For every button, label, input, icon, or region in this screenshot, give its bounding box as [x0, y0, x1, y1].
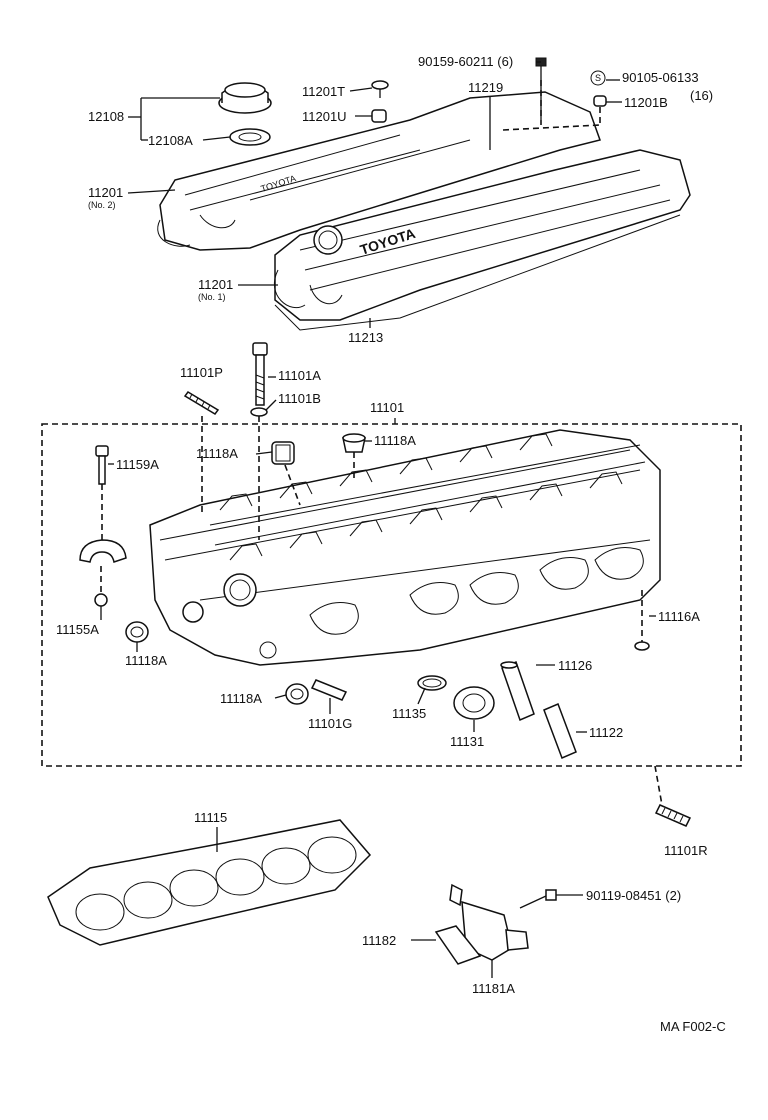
label-11118A-top1: 11118A [196, 446, 238, 461]
dowel-11101G [310, 679, 348, 701]
label-11101: 11101 [370, 400, 404, 415]
guide-11126 [500, 660, 535, 722]
label-11182: 11182 [362, 933, 396, 948]
s-mark: S [595, 73, 601, 83]
grommet-11201U [371, 109, 387, 123]
stud-11101P [183, 391, 220, 415]
label-11101A: 11101A [278, 368, 321, 383]
dowel-11155A [94, 593, 108, 607]
label-12108A: 12108A [148, 133, 193, 148]
head-gasket-11115 [47, 819, 372, 946]
leader-lines-outlet [411, 894, 583, 978]
label-11118A-bottom: 11118A [220, 691, 262, 706]
bolt-11101A [252, 342, 268, 406]
label-11118A-top2: 11118A [374, 433, 416, 448]
figure-code: MA F002-C [660, 1019, 726, 1034]
cylinder-head-group-box [41, 423, 742, 767]
cover-bolt-90159 [535, 57, 547, 78]
s-mark-circle [590, 70, 606, 86]
label-11101R: 11101R [664, 843, 708, 858]
seal-11131 [453, 686, 495, 720]
oil-filler-cap [218, 82, 272, 114]
grommet-11201T [371, 80, 389, 98]
label-11201T: 11201T [302, 84, 345, 99]
label-11135: 11135 [392, 706, 426, 721]
label-no2: (No. 2) [88, 200, 116, 210]
leader-lines-covers [127, 61, 622, 328]
plug-11118A-bottom [285, 683, 309, 705]
label-11201B: 11201B [624, 95, 668, 110]
label-11201U: 11201U [302, 109, 347, 124]
label-11181A: 11181A [472, 981, 515, 996]
leader-11101R [654, 765, 663, 806]
label-90119-08451: 90119-08451 (2) [586, 888, 681, 903]
label-90159-60211: 90159-60211 (6) [418, 54, 513, 69]
label-11159A: 11159A [116, 457, 159, 472]
label-11116A: 11116A [658, 609, 700, 624]
label-11118A-left: 11118A [125, 653, 167, 668]
grommet-11201B [593, 95, 607, 107]
washer-11101B [250, 407, 268, 417]
seal-11135 [417, 675, 447, 691]
leader-lines-bolts [265, 376, 396, 424]
label-no1: (No. 1) [198, 292, 226, 302]
plug-11118A-top-right [342, 433, 366, 453]
bearing-cap-11155A-top [79, 539, 127, 563]
label-11213: 11213 [348, 330, 383, 345]
label-90105-qty: (16) [690, 88, 713, 103]
label-11115: 11115 [194, 810, 227, 825]
label-90105-06133: 90105-06133 [622, 70, 699, 85]
bolt-11159A [95, 445, 109, 485]
plug-11118A-left [125, 621, 149, 643]
stud-11101R [654, 804, 692, 827]
label-11201-no1: 11201 [198, 277, 233, 292]
bolt-90119 [519, 889, 557, 909]
oil-filler-cap-gasket [229, 128, 271, 146]
label-11101B: 11101B [278, 391, 321, 406]
leader-lines-head [100, 416, 656, 733]
label-11122: 11122 [589, 725, 623, 740]
gasket-11182 [434, 925, 482, 965]
water-outlet-11181A [449, 883, 529, 961]
o-ring-11116A [634, 641, 650, 651]
plug-11118A-top-left [271, 441, 295, 465]
guide-11122 [543, 703, 577, 759]
label-11131: 11131 [450, 734, 484, 749]
cylinder-head [149, 429, 661, 666]
label-11101G: 11101G [308, 716, 352, 731]
label-11155A: 11155A [56, 622, 99, 637]
label-12108: 12108 [88, 109, 124, 124]
cam-cover-no1: TOYOTA [273, 149, 691, 331]
label-11126: 11126 [558, 658, 592, 673]
label-11101P: 11101P [180, 365, 223, 380]
label-11201-no2: 11201 [88, 185, 123, 200]
label-11219: 11219 [468, 80, 503, 95]
